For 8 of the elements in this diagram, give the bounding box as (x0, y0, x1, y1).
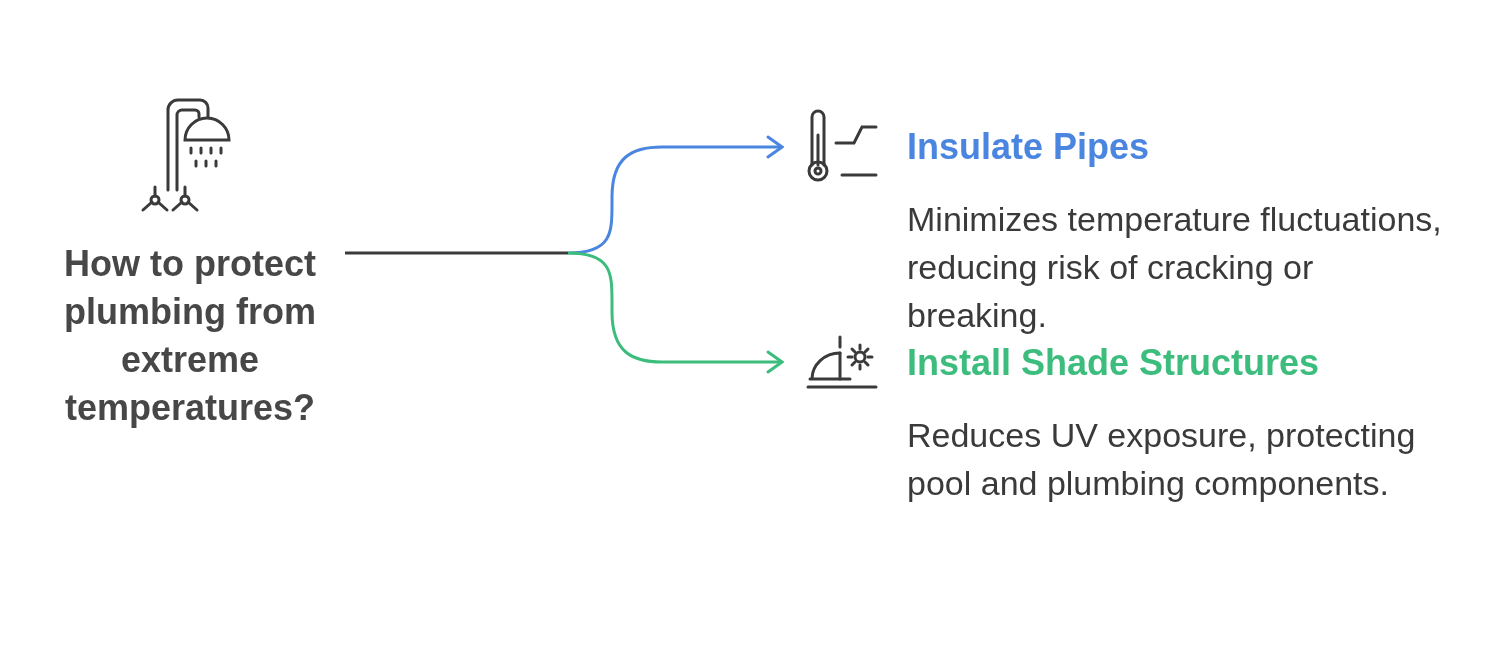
option-description: Reduces UV exposure, protecting pool and plumbing components. (907, 415, 1417, 504)
connector-line (345, 251, 568, 255)
option-description: Minimizes temperature fluctuations, reducing risk of cracking or breaking. (907, 199, 1443, 336)
arrow (567, 251, 784, 374)
question-text: How to protect plumbing from extreme temperatures? (63, 242, 317, 430)
option-heading: Install Shade Structures (907, 341, 1320, 385)
arrow (567, 135, 784, 255)
option-heading: Insulate Pipes (907, 125, 1150, 169)
